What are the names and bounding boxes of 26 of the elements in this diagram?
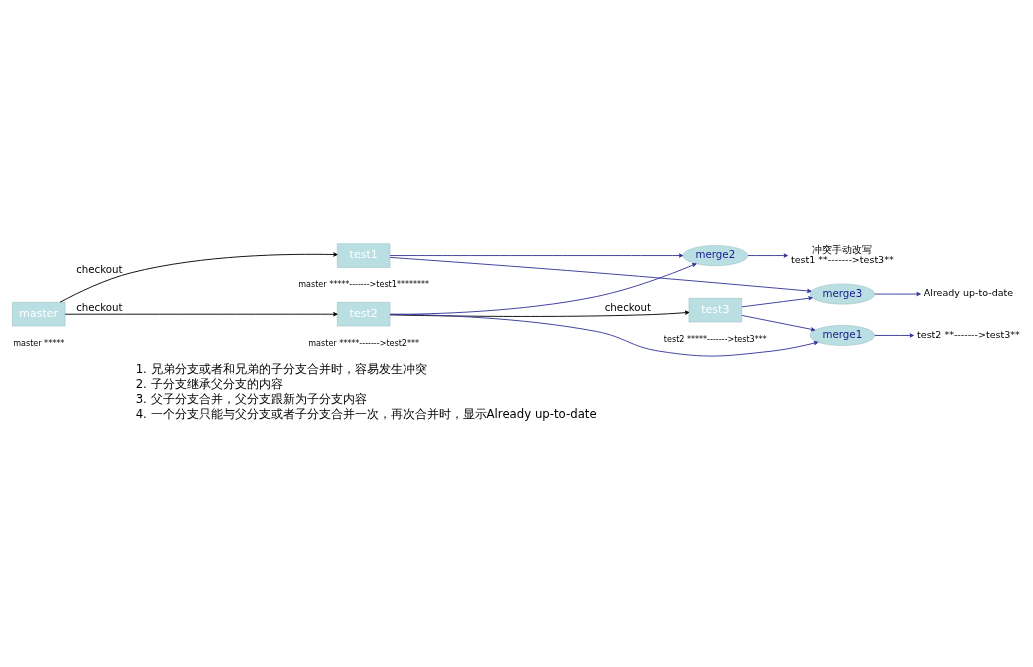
label: 1. 兄弟分支或者和兄弟的子分支合并时，容易发生冲突 [135, 361, 427, 376]
arrow [741, 295, 813, 307]
arrow [59, 251, 338, 303]
arrow [874, 332, 914, 338]
arrow [874, 291, 921, 296]
node-text: 冲突手动改写 test1 **------->test3** [790, 243, 894, 265]
edge-label: checkout [76, 262, 123, 275]
arrow [64, 311, 338, 316]
edge-label: checkout [604, 300, 652, 313]
arrow [747, 252, 788, 258]
arrow [389, 256, 812, 293]
node-text: test2 **------->test3** [917, 328, 1020, 340]
edge-label: checkout [76, 300, 123, 313]
label: 4. 一个分支只能与父分支或者子分支合并一次，再次合并时，显示Already up-to-date [135, 406, 597, 421]
node-box: test2 [337, 301, 391, 326]
label: 2. 子分支继承父分支的内容 [135, 376, 283, 391]
node-box: test3 [688, 297, 742, 322]
arrow [389, 310, 690, 317]
node-box: test1 [337, 242, 391, 268]
arrow [389, 252, 684, 258]
arrow [741, 314, 816, 331]
node-box: master [12, 301, 66, 326]
arrow [389, 313, 819, 356]
arrow [389, 262, 697, 315]
label: 3. 父子分支合并，父分支跟新为子分支内容 [135, 391, 367, 406]
node-text: Already up-to-date [923, 286, 1014, 298]
